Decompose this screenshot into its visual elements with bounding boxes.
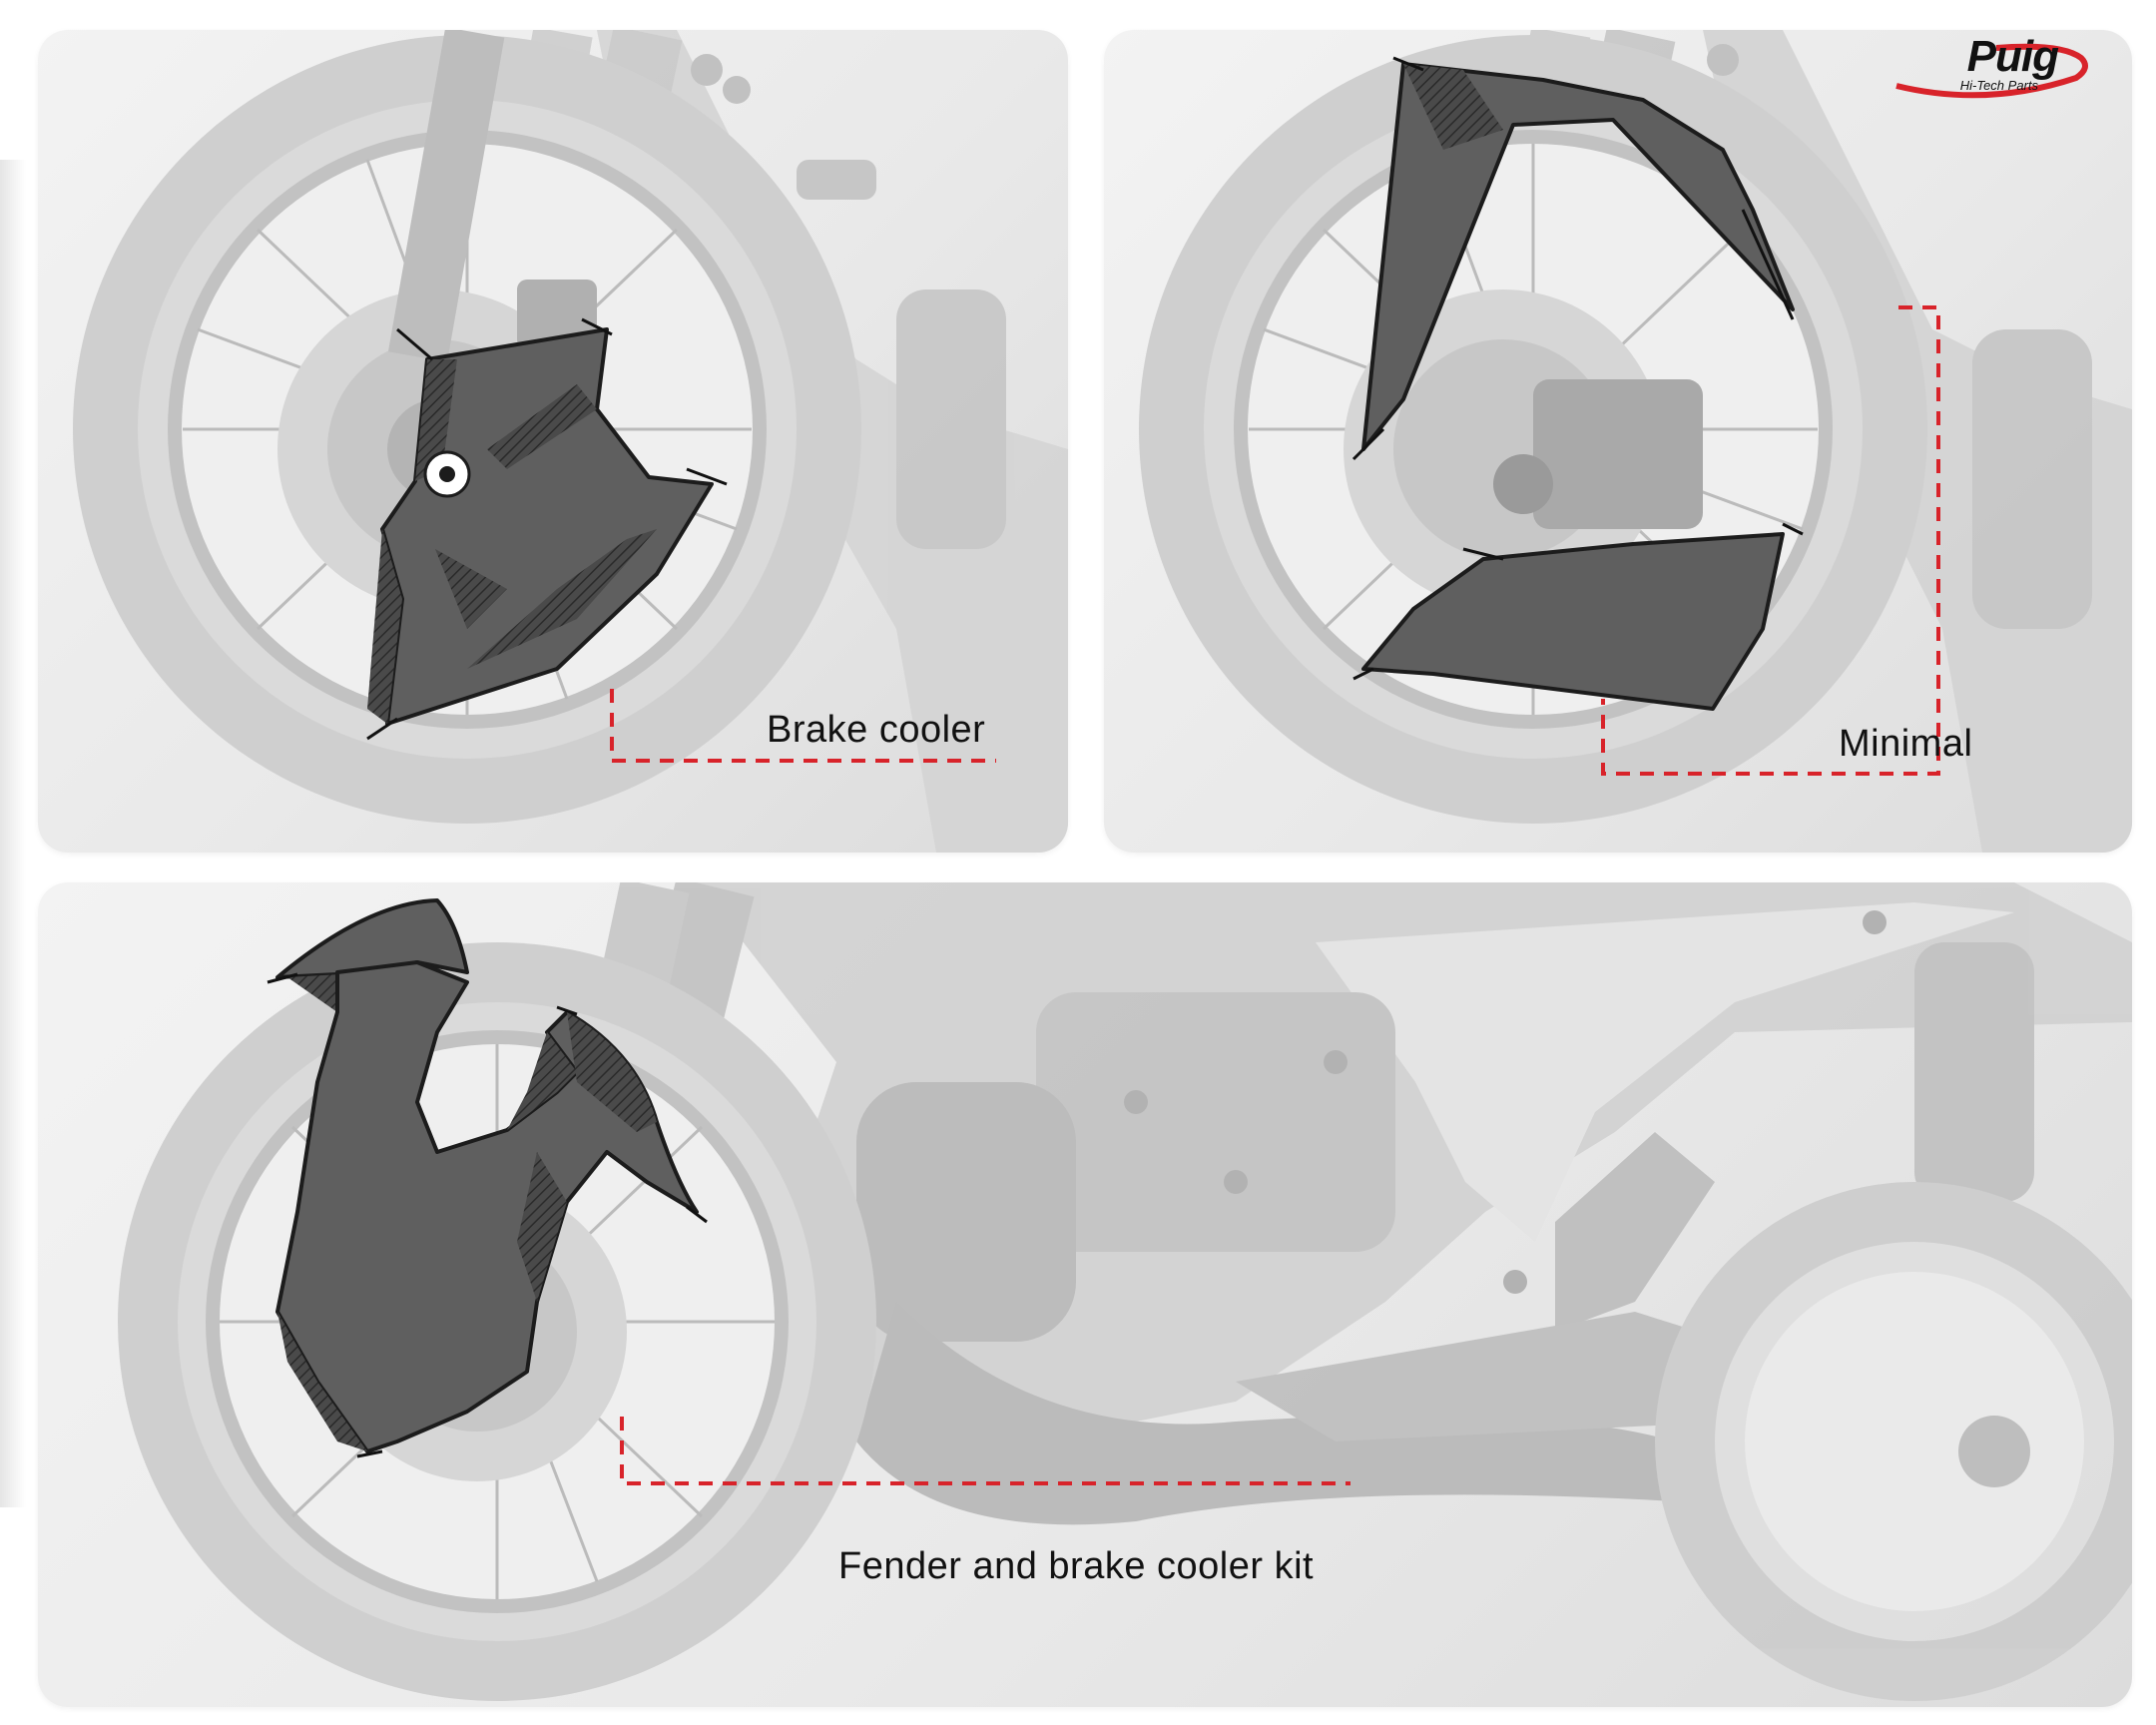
brake-cooler-illustration (73, 30, 1068, 853)
brake-callout-line (610, 689, 996, 763)
puig-logo-swoosh (1895, 43, 2088, 99)
fender-kit-part (267, 898, 708, 1458)
fender-kit-label: Fender and brake cooler kit (838, 1545, 1315, 1587)
minimal-panel: Puig Hi-Tech Parts Minimal (1104, 30, 2132, 853)
fender-kit-panel: Fender and brake cooler kit (38, 882, 2132, 1707)
brake-cooler-label: Brake cooler (767, 709, 986, 751)
brake-cooler-panel: Brake cooler (38, 30, 1068, 853)
fender-kit-illustration (118, 882, 2132, 1701)
faded-motorcycle (552, 882, 2132, 1701)
puig-logo-tagline: Hi-Tech Parts (1959, 78, 2038, 93)
minimal-label: Minimal (1839, 723, 1973, 765)
page-edge-shadow (0, 160, 26, 1507)
minimal-fender-upper (1351, 56, 1795, 461)
front-wheel (1139, 35, 1927, 824)
brake-cooler-part (366, 317, 728, 741)
puig-logo: Puig Hi-Tech Parts (1877, 32, 2096, 108)
minimal-fender-lower (1352, 522, 1804, 711)
minimal-callout-line (1601, 305, 1940, 776)
kit-callout-line (620, 1417, 1350, 1485)
minimal-illustration (1139, 30, 2132, 853)
puig-logo-wordmark: Puig (1966, 32, 2059, 81)
